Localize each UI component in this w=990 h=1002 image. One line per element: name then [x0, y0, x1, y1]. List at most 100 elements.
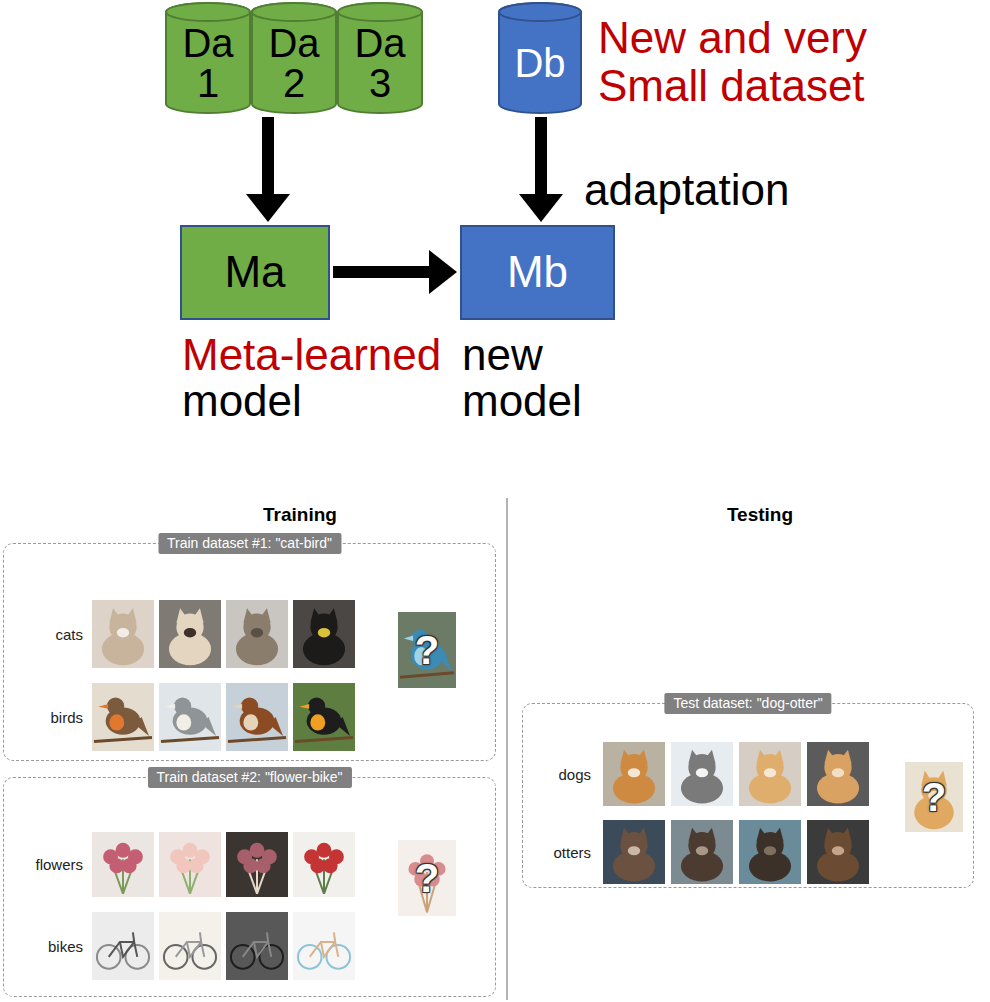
animal-head	[756, 754, 783, 781]
photo-bike	[226, 912, 288, 980]
annotation: New and very Small dataset	[598, 14, 928, 111]
bike-frame	[310, 942, 339, 957]
photo-background	[226, 832, 288, 897]
arrow-connector	[333, 250, 457, 294]
animal-muzzle	[832, 768, 844, 777]
photo-background	[92, 912, 154, 980]
photo-background	[807, 820, 869, 884]
arrow-head	[246, 194, 290, 222]
arrow-shaft	[262, 117, 274, 195]
cylinder-body	[338, 3, 422, 113]
model-box: MaMeta-learnedmodel	[180, 225, 330, 320]
branch	[400, 673, 454, 678]
animal-head	[109, 614, 136, 641]
row-label: flowers	[35, 856, 83, 874]
photo-flower	[159, 832, 221, 897]
animal-muzzle	[764, 768, 776, 777]
photo-background	[159, 683, 221, 751]
cylinder-top	[338, 3, 422, 21]
dataset-cylinder: Db	[498, 2, 582, 114]
photo-bird	[398, 612, 456, 688]
caption-block: new model	[462, 332, 622, 424]
bird-beak	[299, 704, 309, 709]
dataset-label: Da 3	[343, 23, 417, 103]
animal-head	[688, 832, 715, 859]
photo-animal	[807, 742, 869, 806]
query-mark: ?	[398, 840, 456, 916]
model-caption: Meta-learned	[182, 332, 441, 378]
group-title: Train dataset #2: "flower-bike"	[147, 767, 351, 788]
branch	[94, 737, 152, 741]
photo-animal	[226, 600, 288, 668]
model-label: Ma	[224, 248, 285, 296]
photo-animal	[293, 600, 355, 668]
photo-background	[603, 742, 665, 806]
photo-bike	[159, 912, 221, 980]
row-label: cats	[55, 626, 83, 644]
bike-handlebar	[267, 932, 268, 942]
row-label: birds	[50, 709, 83, 727]
photo-bird	[159, 683, 221, 751]
bird-beak	[232, 704, 242, 709]
divider-line	[507, 498, 508, 1000]
dataset-label: Db	[514, 43, 565, 83]
photo-animal	[671, 820, 733, 884]
animal-muzzle	[184, 628, 196, 638]
group-title: Train dataset #1: "cat-bird"	[158, 533, 341, 554]
photo-animal	[739, 742, 801, 806]
bike-frame	[321, 942, 335, 957]
cylinder-top	[499, 3, 581, 21]
photo-background	[398, 612, 456, 688]
cylinder-body	[252, 3, 336, 113]
row-label: dogs	[558, 766, 591, 784]
animal-muzzle	[696, 768, 708, 777]
animal-muzzle	[628, 768, 640, 777]
photo-flower	[293, 832, 355, 897]
animal-muzzle	[628, 846, 640, 855]
photo-background	[92, 600, 154, 668]
model-caption: new model	[462, 332, 622, 424]
photo-background	[603, 820, 665, 884]
bike-frame	[243, 942, 272, 957]
animal-head	[620, 754, 647, 781]
arrow-shaft	[535, 117, 547, 195]
photo-background	[92, 832, 154, 897]
animal-muzzle	[251, 628, 263, 638]
photo-background	[739, 820, 801, 884]
animal-head	[620, 832, 647, 859]
bird-breast	[310, 714, 325, 730]
photo-background	[398, 840, 456, 916]
model-label: Mb	[507, 248, 568, 296]
photo-animal	[603, 820, 665, 884]
caption-block: Meta-learnedmodel	[182, 332, 441, 424]
photo-bird	[92, 683, 154, 751]
photo-background	[92, 683, 154, 751]
animal-muzzle	[318, 628, 330, 638]
photo-animal	[603, 742, 665, 806]
photo-flower	[226, 832, 288, 897]
arrow-connector	[246, 117, 290, 222]
bird-head	[308, 697, 325, 714]
bike-handlebar	[334, 932, 335, 942]
animal-head	[824, 754, 851, 781]
photo-bird	[226, 683, 288, 751]
bike-frame	[254, 942, 268, 957]
animal-muzzle	[117, 628, 129, 638]
photo-background	[293, 832, 355, 897]
photo-animal	[905, 762, 963, 832]
photo-animal	[739, 820, 801, 884]
branch	[228, 737, 286, 741]
bird-beak	[404, 636, 413, 641]
animal-head	[824, 832, 851, 859]
model-caption: model	[182, 378, 441, 424]
animal-head	[176, 614, 203, 641]
photo-background	[671, 742, 733, 806]
bird-beak	[165, 704, 175, 709]
bike-frame	[176, 942, 205, 957]
bird-head	[241, 697, 258, 714]
bird-head	[107, 697, 124, 714]
animal-head	[310, 614, 337, 641]
